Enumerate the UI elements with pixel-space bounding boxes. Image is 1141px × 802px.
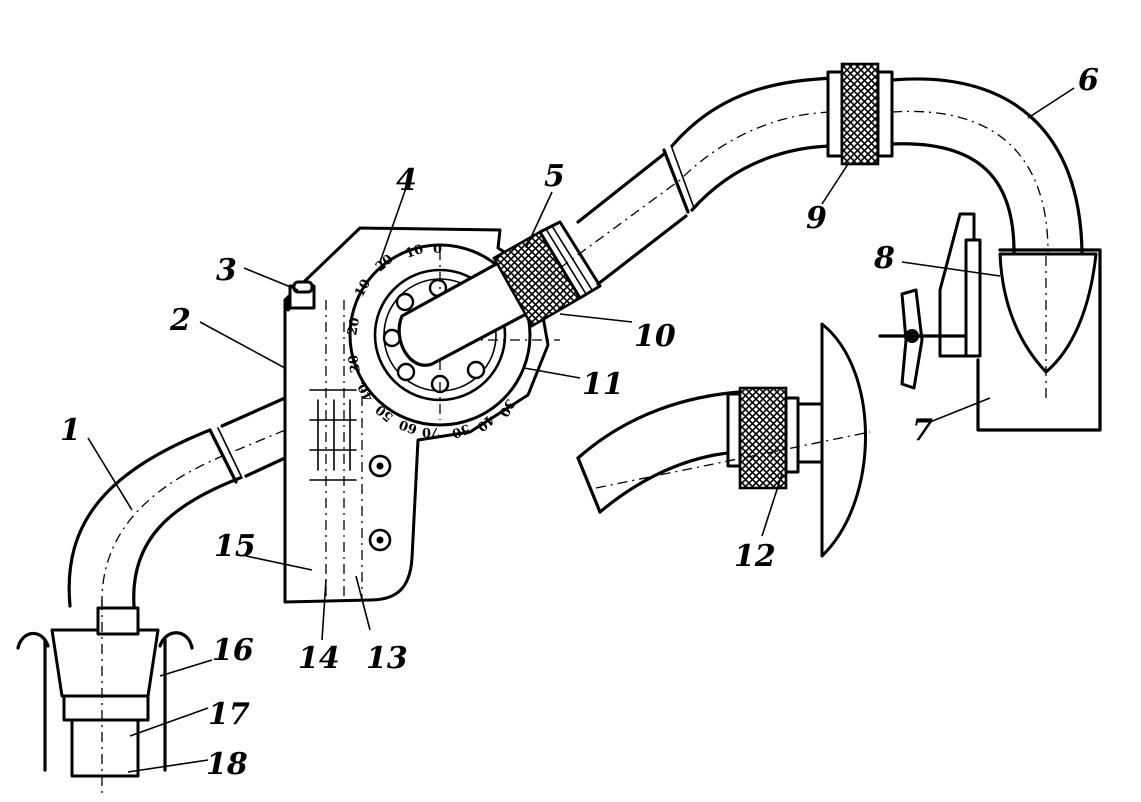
knurled-coupling-9 [826,62,894,166]
dial-bolts [382,278,486,394]
scale-mark: 10 [404,242,426,262]
knurled-nut-10 [492,220,602,328]
scale-mark: 60 [397,416,419,436]
leader-lines [87,87,1075,773]
part-label-13: 13 [366,641,408,676]
part-label-16: 16 [212,633,254,668]
part-label-8: 8 [873,241,895,276]
part-label-14: 14 [298,641,340,676]
part-labels: 1 2 3 4 5 6 7 8 9 10 11 12 13 14 15 16 1… [60,63,1099,782]
part-label-2: 2 [169,303,191,338]
dial-pipe [397,260,532,367]
mount-socket [16,600,194,797]
part-label-7: 7 [912,413,933,448]
nozzle-head [878,212,1102,432]
part-label-4: 4 [396,163,417,198]
part-label-9: 9 [806,201,827,236]
scale-mark: 30 [346,353,364,373]
part-label-1: 1 [60,413,81,448]
scale-mark: 0 [433,242,442,257]
part-label-17: 17 [208,697,250,732]
part-label-6: 6 [1078,63,1099,98]
part-label-3: 3 [216,253,237,288]
part-label-5: 5 [544,159,565,194]
pipe-6 [890,77,1084,254]
hose-upper [559,76,838,286]
scale-mark: 70 [422,424,440,439]
hose-12-assembly [576,322,871,558]
part-label-10: 10 [634,319,676,354]
scale-mark: 20 [345,316,363,336]
part-label-12: 12 [734,539,776,574]
part-label-15: 15 [214,529,256,564]
part-label-18: 18 [206,747,248,782]
part-label-11: 11 [582,367,624,402]
scale-mark: 50 [450,420,472,440]
hose-1 [67,396,291,608]
